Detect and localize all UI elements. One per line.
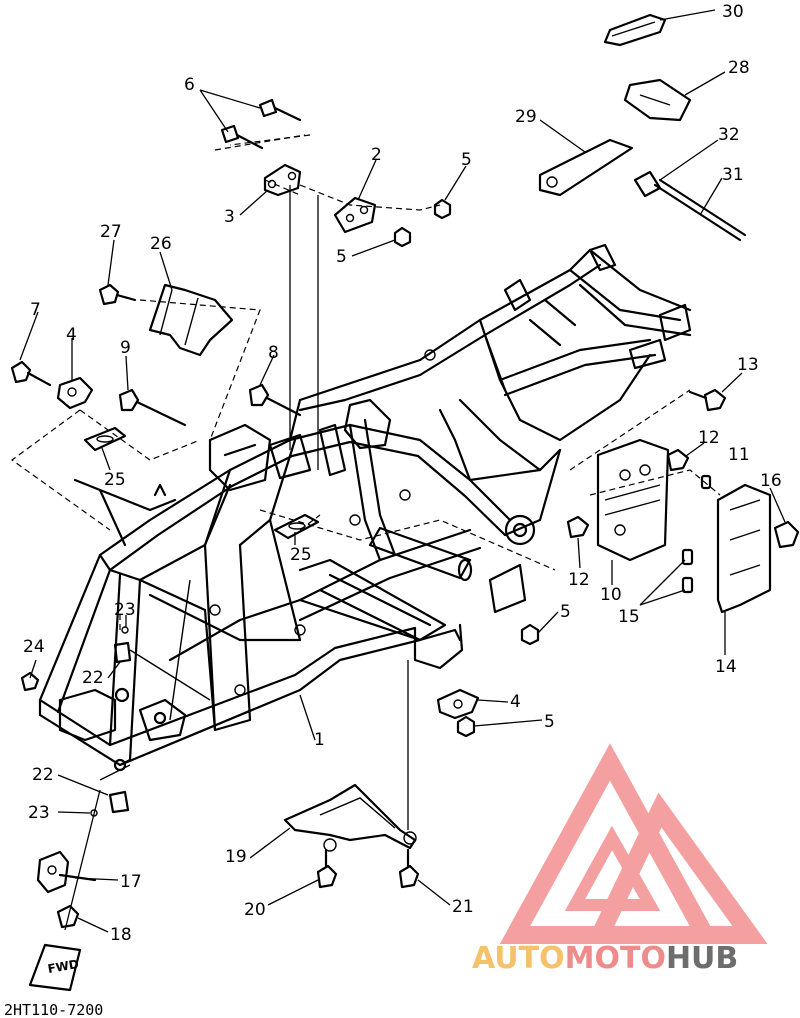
callout-18: 18 [110,925,132,945]
part-30-grip[interactable] [603,13,667,47]
part-21-bolt[interactable] [398,848,420,889]
callout-1: 1 [314,730,325,750]
part-18-bolt[interactable] [56,904,80,929]
part-9-bolt[interactable] [118,388,187,427]
callout-8: 8 [268,343,279,363]
part-5-nut-top[interactable] [393,198,452,248]
callout-22-upper: 22 [82,668,104,688]
part-13-bolt[interactable] [688,388,727,412]
part-14-bracket[interactable] [716,483,772,614]
callout-31: 31 [722,165,744,185]
part-19-stay[interactable] [283,783,417,852]
callout-27: 27 [100,222,122,242]
callout-17: 17 [120,872,142,892]
part-5-nut-mid[interactable] [520,623,540,646]
part-24-bolt[interactable] [20,671,40,692]
callout-9: 9 [120,338,131,358]
callout-5-top-right: 5 [461,150,472,170]
callout-13: 13 [737,355,759,375]
part-12-bolt-upper[interactable] [666,448,690,472]
callout-6: 6 [184,75,195,95]
part-6-bolts[interactable] [220,98,302,150]
part-16-bolt[interactable] [773,520,800,549]
callout-23-upper: 23 [114,600,136,620]
callout-24: 24 [23,637,45,657]
part-12-bolt-lower[interactable] [566,515,590,539]
part-8-bolt[interactable] [248,383,302,417]
callout-29: 29 [515,107,537,127]
part-4-bracket-lower[interactable] [436,688,480,720]
part-17-bracket[interactable] [36,850,97,894]
callout-2: 2 [371,145,382,165]
callout-16: 16 [760,471,782,491]
leader-lines [19,9,786,933]
callout-19: 19 [225,847,247,867]
part-5-nut-lower[interactable] [456,715,476,738]
callout-11: 11 [728,445,750,465]
callout-numbers: 30 28 29 32 31 6 2 5 3 5 27 26 7 4 9 8 1… [23,2,782,945]
callout-5-lower: 5 [544,712,555,732]
callout-30: 30 [722,2,744,22]
part-15-collars[interactable] [681,548,694,594]
callout-20: 20 [244,900,266,920]
part-26-bracket[interactable] [148,283,234,357]
callout-32: 32 [718,125,740,145]
part-27-bolt[interactable] [98,283,137,306]
part-7-bolt[interactable] [10,360,52,387]
callout-28: 28 [728,58,750,78]
callout-12-lower: 12 [568,570,590,590]
callout-10: 10 [600,585,622,605]
callout-3: 3 [224,207,235,227]
part-23-washer-upper[interactable] [121,626,129,634]
part-11-spacer[interactable] [700,474,712,490]
part-25-grommet-left[interactable] [83,426,127,452]
part-3-bracket[interactable] [263,163,302,197]
callout-25-right: 25 [290,545,312,565]
callout-15: 15 [618,607,640,627]
part-22-damper-lower[interactable] [108,790,130,814]
part-29-tool[interactable] [538,138,634,197]
callout-4-upper: 4 [66,325,77,345]
watermark-logo [499,743,768,944]
callout-21: 21 [452,897,474,917]
main-frame [38,243,692,772]
callout-26: 26 [150,234,172,254]
callout-14: 14 [715,657,737,677]
part-32-t-handle[interactable] [633,170,747,242]
part-4-bracket-left[interactable] [56,376,94,410]
callout-5-top: 5 [336,247,347,267]
callout-25-left: 25 [104,470,126,490]
fwd-label: FWD [47,957,80,976]
callout-7: 7 [30,300,41,320]
diagram-code: 2HT110-7200 [4,1001,103,1018]
part-23-washer-lower[interactable] [90,809,98,817]
callout-22-lower: 22 [32,765,54,785]
part-25-grommet-right[interactable] [273,513,320,540]
callout-4-lower: 4 [510,692,521,712]
fwd-arrow-icon: FWD [28,943,82,992]
part-10-bracket[interactable] [596,438,670,562]
callout-23-lower: 23 [28,803,50,823]
part-22-damper-upper[interactable] [113,641,132,664]
watermark-text: AUTOMOTOHUB [472,941,738,976]
part-28-tool-bag[interactable] [623,78,692,122]
callout-12-upper: 12 [698,428,720,448]
part-20-bolt[interactable] [316,848,338,889]
part-front-stay[interactable] [73,478,177,547]
part-2-bracket[interactable] [333,196,377,234]
automotohub-watermark: AUTOMOTOHUB [472,743,768,976]
callout-5-mid: 5 [560,602,571,622]
